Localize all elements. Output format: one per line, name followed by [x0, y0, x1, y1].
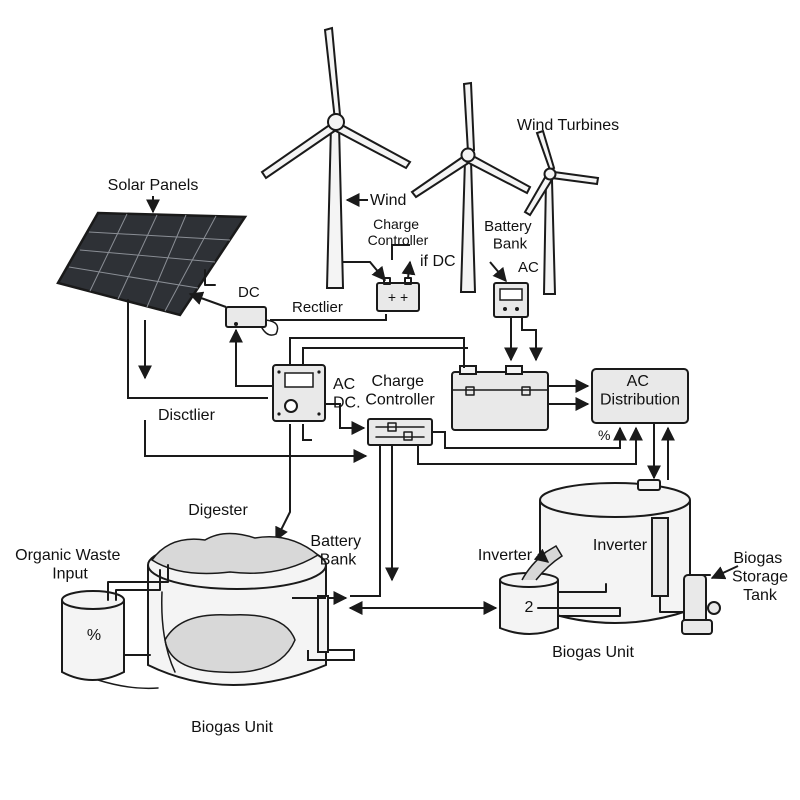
- labels-ac_dc-line-1: DC.: [333, 394, 361, 411]
- wind-turbines-label: Wind Turbines: [517, 117, 619, 134]
- rectifier-box: [225, 306, 279, 336]
- labels: Solar Panels Wind Turbines Wind Charge C…: [15, 117, 788, 736]
- wind-turbine-large: [260, 26, 412, 289]
- labels-biogas_storage_tank-line-2: Tank: [743, 587, 778, 604]
- labels-battery_bank_top-line-1: Bank: [493, 235, 528, 252]
- organic-waste-tank: [61, 564, 169, 690]
- rectifier-label: Rectlier: [292, 299, 343, 316]
- dc-label: DC: [238, 284, 260, 301]
- ac-dc-inverter: [272, 364, 326, 422]
- solar-panel: [56, 211, 248, 317]
- percent-small-label: %: [598, 427, 610, 443]
- ac-distribution-label: AC Distribution: [600, 373, 680, 408]
- battery-bank-top-label: Battery Bank: [484, 218, 536, 252]
- plus-minus-label: + +: [388, 289, 408, 305]
- labels-biogas_storage_tank-line-1: Storage: [732, 568, 788, 585]
- labels-battery_bank_bottom-line-1: Bank: [320, 551, 357, 568]
- battery-bank-mid: [451, 365, 549, 431]
- labels-ac_distribution-line-1: Distribution: [600, 391, 680, 408]
- waste-tank-percent-label: %: [87, 627, 101, 644]
- labels-charge_controller_mid-line-1: Controller: [365, 391, 435, 408]
- labels-organic_waste_input-line-1: Input: [52, 565, 88, 582]
- digester-tank: [147, 532, 327, 686]
- inverter-tank-small: 2: [499, 544, 621, 635]
- biogas-storage-tank: [539, 479, 721, 635]
- labels-charge_controller_top-line-1: Controller: [368, 232, 429, 248]
- wind-turbine-medium: [410, 81, 532, 293]
- ac-dc-label: AC DC.: [333, 376, 361, 411]
- wind-turbine-small: [523, 129, 600, 295]
- distiller-label: Disctlier: [158, 407, 216, 424]
- charge-controller-mid-label: Charge Controller: [365, 373, 435, 408]
- biogas-unit-right-label: Biogas Unit: [552, 644, 634, 661]
- digester-pipes: [292, 446, 498, 661]
- if-dc-label: if DC: [420, 253, 456, 270]
- organic-waste-input-label: Organic Waste Input: [15, 547, 125, 582]
- battery-bank-bottom-label: Battery Bank: [310, 533, 365, 568]
- digester-label: Digester: [188, 502, 248, 519]
- charge-controller-top-label: Charge Controller: [368, 216, 429, 248]
- ac-meter-top: [493, 282, 529, 318]
- inverter-right-label: Inverter: [593, 537, 648, 554]
- wind-label: Wind: [370, 192, 406, 209]
- ac-distribution-box: [591, 368, 689, 424]
- biogas-unit-bottom-label: Biogas Unit: [191, 719, 273, 736]
- charge-controller-top: + +: [376, 277, 420, 312]
- charge-controller-mid: [367, 418, 433, 446]
- ac-top-label: AC: [518, 259, 539, 276]
- biogas-storage-arrow: [710, 565, 739, 580]
- wiring-top: [127, 244, 675, 542]
- tank-number-label: 2: [525, 599, 534, 616]
- inverter-arrow: [533, 548, 550, 563]
- solar-panels-label: Solar Panels: [108, 177, 199, 194]
- inverter-left-label: Inverter: [478, 547, 533, 564]
